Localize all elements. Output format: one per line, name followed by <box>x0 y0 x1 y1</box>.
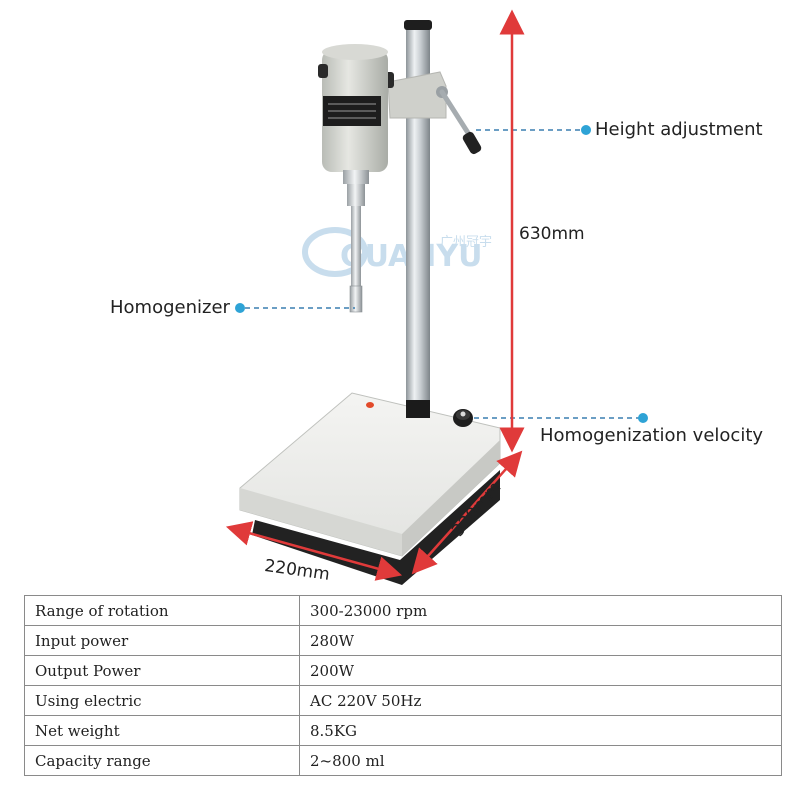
callout-homogenizer: Homogenizer <box>110 297 230 318</box>
spec-value: 280W <box>299 625 782 656</box>
table-row: Net weight 8.5KG <box>24 715 782 746</box>
width-dimension-arrow <box>225 521 403 581</box>
table-row: Capacity range 2~800 ml <box>24 745 782 776</box>
brand-watermark: GUANYU 广州冠宇 <box>302 227 492 277</box>
callout-height-adjustment: Height adjustment <box>595 119 763 140</box>
callout-leader-lines <box>245 129 640 419</box>
power-indicator-light <box>366 402 374 408</box>
spec-label: Using electric <box>24 685 300 716</box>
specification-table: Range of rotation 300-23000 rpm Input po… <box>24 595 782 776</box>
motor-housing <box>318 44 388 172</box>
callout-dot-icon <box>581 125 591 135</box>
homogenizer-probe <box>343 170 369 313</box>
spec-label: Capacity range <box>24 745 300 776</box>
spec-label: Input power <box>24 625 300 656</box>
table-row: Using electric AC 220V 50Hz <box>24 685 782 716</box>
table-row: Range of rotation 300-23000 rpm <box>24 595 782 626</box>
spec-label: Net weight <box>24 715 300 746</box>
spec-value: 200W <box>299 655 782 686</box>
spec-value: 8.5KG <box>299 715 782 746</box>
watermark-logo-icon <box>302 227 368 277</box>
callout-homogenization-velocity: Homogenization velocity <box>540 425 764 446</box>
height-adjustment-handle[interactable] <box>436 86 483 156</box>
dimension-height-label: 630mm <box>519 224 585 244</box>
spec-value: 300-23000 rpm <box>299 595 782 626</box>
product-illustration: GUANYU 广州冠宇 <box>225 9 648 585</box>
watermark-chinese-text: 广州冠宇 <box>440 235 492 250</box>
dimension-arrows <box>225 9 525 581</box>
table-row: Input power 280W <box>24 625 782 656</box>
depth-dimension-arrow <box>411 450 523 575</box>
spec-value: 2~800 ml <box>299 745 782 776</box>
callout-dot-icon <box>235 303 245 313</box>
spec-label: Output Power <box>24 655 300 686</box>
spec-label: Range of rotation <box>24 595 300 626</box>
speed-knob[interactable] <box>453 409 473 427</box>
table-row: Output Power 200W <box>24 655 782 686</box>
spec-value: AC 220V 50Hz <box>299 685 782 716</box>
callout-dot-icon <box>638 413 648 423</box>
